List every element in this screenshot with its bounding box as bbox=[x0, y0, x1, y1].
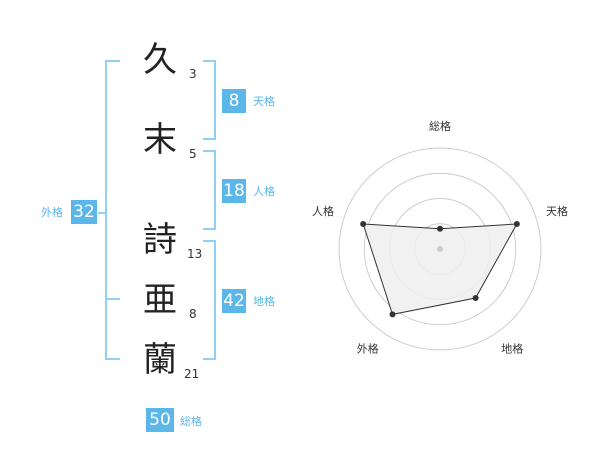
chikaku-bracket-top bbox=[203, 240, 216, 242]
radar-point-3 bbox=[472, 295, 479, 302]
stroke-count-2: 5 bbox=[189, 147, 197, 161]
name-char-1: 久 bbox=[143, 40, 177, 80]
radar-axis-label-1: 総格 bbox=[429, 119, 451, 133]
gaikaku-label: 外格 bbox=[41, 206, 63, 219]
radar-point-2 bbox=[513, 221, 520, 228]
tenkaku-bracket-bottom bbox=[203, 138, 216, 140]
radar-center-dot bbox=[437, 246, 443, 252]
stroke-count-4: 8 bbox=[189, 307, 197, 321]
gaikaku-bracket-vertical bbox=[105, 60, 107, 360]
chikaku-value-badge: 42 bbox=[222, 289, 246, 313]
radar-grid-ring bbox=[338, 147, 542, 351]
jinkaku-value-badge: 18 bbox=[222, 179, 246, 203]
radar-data-polygon bbox=[362, 223, 518, 315]
radar-grid-ring bbox=[363, 172, 517, 326]
chikaku-bracket-bottom bbox=[203, 358, 216, 360]
name-char-2: 末 bbox=[143, 120, 177, 160]
gaikaku-bracket-bottom bbox=[105, 358, 120, 360]
tenkaku-value-badge: 8 bbox=[222, 89, 246, 113]
gaikaku-connector bbox=[98, 212, 106, 214]
name-char-3: 詩 bbox=[143, 220, 177, 260]
chikaku-label: 地格 bbox=[253, 295, 275, 308]
radar-axis-label-3: 地格 bbox=[501, 342, 523, 356]
chikaku-bracket-vertical bbox=[214, 240, 216, 360]
tenkaku-label: 天格 bbox=[253, 95, 275, 108]
radar-point-1 bbox=[437, 225, 443, 232]
tenkaku-bracket-top bbox=[203, 60, 216, 62]
jinkaku-bracket-bottom bbox=[203, 228, 216, 230]
name-char-5: 蘭 bbox=[143, 340, 177, 380]
gaikaku-bracket-middle bbox=[105, 298, 120, 300]
jinkaku-label: 人格 bbox=[253, 185, 275, 198]
jinkaku-bracket-vertical bbox=[214, 150, 216, 230]
tenkaku-bracket-vertical bbox=[214, 60, 216, 140]
stroke-count-1: 3 bbox=[189, 67, 197, 81]
radar-point-5 bbox=[360, 221, 367, 228]
radar-axis-label-4: 外格 bbox=[357, 342, 379, 356]
jinkaku-bracket-top bbox=[203, 150, 216, 152]
radar-axis-label-2: 天格 bbox=[546, 204, 568, 218]
soukaku-label: 総格 bbox=[180, 415, 202, 428]
soukaku-value-badge: 50 bbox=[146, 408, 174, 432]
gaikaku-bracket-top bbox=[105, 60, 120, 62]
radar-point-4 bbox=[389, 311, 396, 318]
stroke-count-5: 21 bbox=[184, 367, 200, 381]
radar-axis-label-5: 人格 bbox=[312, 204, 334, 218]
gaikaku-value-badge: 32 bbox=[71, 200, 97, 224]
stroke-count-3: 13 bbox=[187, 247, 203, 261]
name-char-4: 亜 bbox=[143, 280, 177, 320]
